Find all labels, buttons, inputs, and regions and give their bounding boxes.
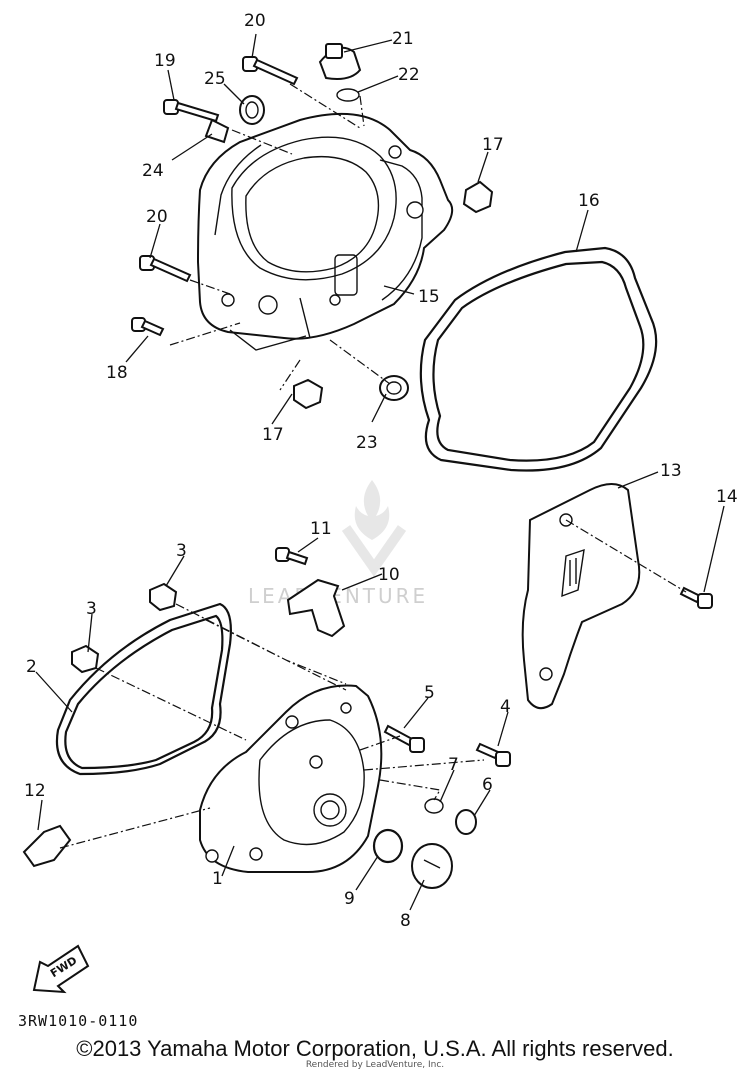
- callout-19: 19: [154, 51, 176, 71]
- bolt-20-lower: [139, 255, 192, 283]
- gasket-2: [55, 602, 232, 776]
- crankcase-cover-left: [199, 684, 383, 873]
- sprocket-cover-13: [521, 483, 641, 710]
- callout-leaders: [35, 33, 725, 911]
- callout-20-lower: 20: [146, 207, 168, 227]
- bracket-10: [286, 578, 346, 638]
- callout-11: 11: [310, 519, 332, 539]
- bolt-11: [275, 547, 309, 566]
- oil-seal-25: [239, 95, 265, 125]
- callout-25: 25: [204, 69, 226, 89]
- callout-4: 4: [500, 697, 511, 717]
- callout-23: 23: [356, 433, 378, 453]
- callout-17-lower: 17: [262, 425, 284, 445]
- callout-5: 5: [424, 683, 435, 703]
- bolt-14: [679, 586, 713, 609]
- callout-3-lower: 3: [86, 599, 97, 619]
- callout-7: 7: [448, 755, 459, 775]
- dowel-pin-3-upper: [149, 582, 178, 612]
- callout-21: 21: [392, 29, 414, 49]
- bolt-5: [383, 724, 425, 753]
- callout-10: 10: [378, 565, 400, 585]
- o-ring-9: [372, 828, 404, 864]
- callout-18: 18: [106, 363, 128, 383]
- dowel-pin-17-upper: [462, 180, 494, 214]
- forward-arrow-icon: FWD: [32, 944, 90, 994]
- oil-filler-cap-21: [318, 43, 362, 80]
- o-ring-22: [336, 88, 360, 102]
- bolt-19: [163, 99, 220, 123]
- callout-9: 9: [344, 889, 355, 909]
- callout-24: 24: [142, 161, 164, 181]
- callout-17-upper: 17: [482, 135, 504, 155]
- callout-2: 2: [26, 657, 37, 677]
- callout-22: 22: [398, 65, 420, 85]
- plug-6: [455, 809, 477, 835]
- callout-14: 14: [716, 487, 738, 507]
- bolt-20-top: [242, 56, 299, 86]
- clamp-24: [204, 118, 230, 144]
- callout-6: 6: [482, 775, 493, 795]
- callout-3-upper: 3: [176, 541, 187, 561]
- dowel-pin-3-lower: [71, 644, 100, 674]
- clamp-12: [22, 824, 72, 868]
- dowel-pin-17-lower: [293, 378, 324, 410]
- callout-8: 8: [400, 911, 411, 931]
- callout-12: 12: [24, 781, 46, 801]
- render-credit: Rendered by LeadVenture, Inc.: [305, 1060, 445, 1070]
- callout-20-top: 20: [244, 11, 266, 31]
- crankcase-cover-right: [196, 112, 454, 351]
- copyright-notice: ©2013 Yamaha Motor Corporation, U.S.A. A…: [76, 1036, 674, 1061]
- callout-13: 13: [660, 461, 682, 481]
- bolt-4: [475, 742, 511, 767]
- plug-8: [411, 843, 453, 889]
- callout-1: 1: [212, 869, 223, 889]
- gasket-16: [419, 246, 658, 472]
- watermark-logo: [341, 480, 407, 577]
- bolt-18: [131, 317, 165, 337]
- diagram-code: 3RW1010-0110: [18, 1012, 139, 1030]
- callout-15: 15: [418, 287, 440, 307]
- callout-16: 16: [578, 191, 600, 211]
